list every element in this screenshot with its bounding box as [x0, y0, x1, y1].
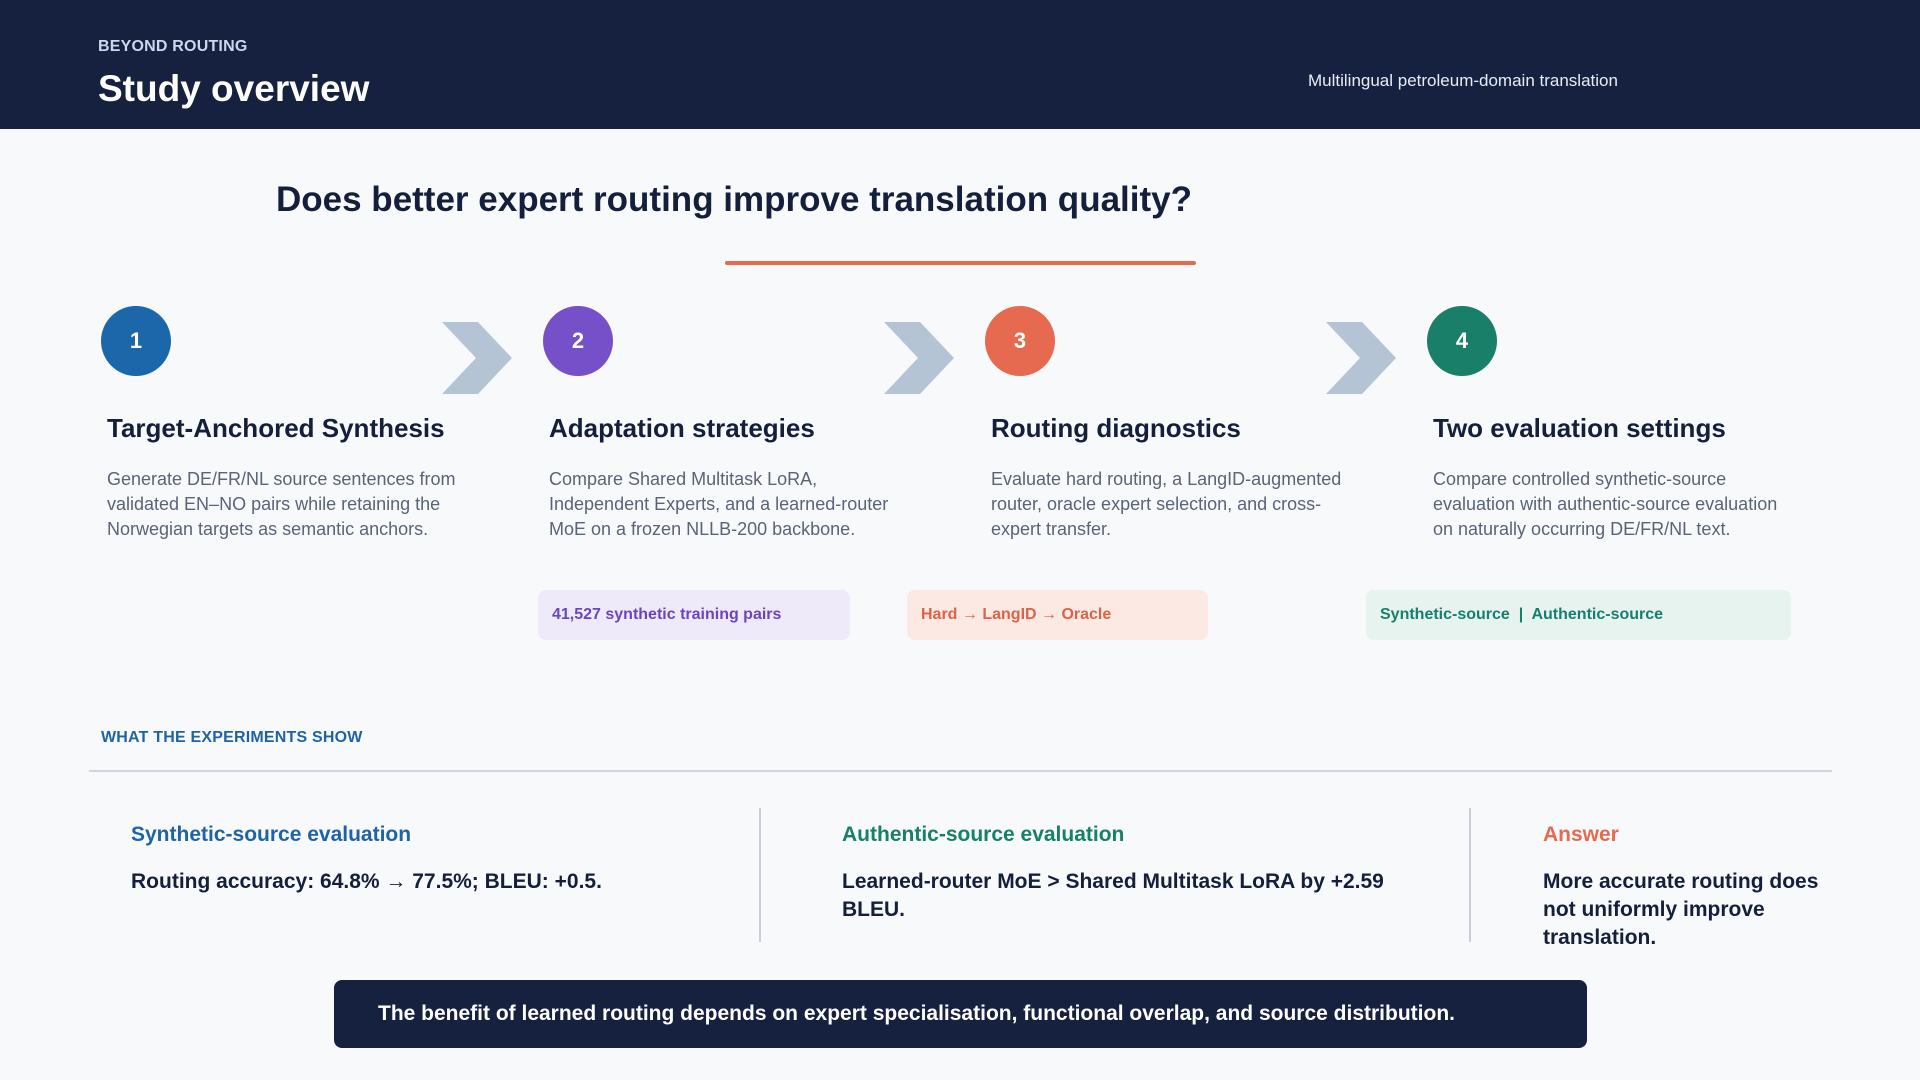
- section-divider: [89, 770, 1832, 772]
- step-2-number: 2: [543, 306, 613, 376]
- answer-title: Answer: [1543, 823, 1619, 846]
- step-4-tag: Synthetic-source | Authentic-source: [1366, 590, 1791, 640]
- step-3-title: Routing diagnostics: [991, 413, 1241, 443]
- column-divider: [759, 808, 761, 942]
- step-4-description: Compare controlled synthetic-source eval…: [1433, 469, 1778, 539]
- finding-2-title: Authentic-source evaluation: [842, 823, 1125, 846]
- finding-1-text: Routing accuracy: 64.8% → 77.5%; BLEU: +…: [131, 870, 602, 893]
- step-3-number: 3: [985, 306, 1055, 376]
- step-3: 3 Routing diagnostics Evaluate hard rout…: [982, 306, 1362, 542]
- step-2-title: Adaptation strategies: [549, 413, 815, 443]
- finding-1-title: Synthetic-source evaluation: [131, 823, 412, 846]
- finding-2-text: Learned-router MoE > Shared Multitask Lo…: [842, 870, 1384, 921]
- header-bar: BEYOND ROUTING Study overview Multilingu…: [0, 0, 1920, 129]
- step-4-number: 4: [1427, 306, 1497, 376]
- conclusion-text: The benefit of learned routing depends o…: [378, 1002, 1455, 1025]
- step-2: 2 Adaptation strategies Compare Shared M…: [540, 306, 920, 542]
- research-question: Does better expert routing improve trans…: [276, 180, 1192, 219]
- chevron-right-icon: [442, 322, 512, 394]
- step-1-number: 1: [101, 306, 171, 376]
- conclusion-banner: The benefit of learned routing depends o…: [334, 980, 1587, 1048]
- header-kicker: BEYOND ROUTING: [98, 38, 248, 55]
- step-2-tag: 41,527 synthetic training pairs: [538, 590, 850, 640]
- step-3-description: Evaluate hard routing, a LangID-augmente…: [991, 469, 1342, 539]
- step-1-description: Generate DE/FR/NL source sentences from …: [107, 469, 456, 539]
- question-underline: [725, 261, 1196, 265]
- findings-section-label: WHAT THE EXPERIMENTS SHOW: [101, 729, 363, 746]
- step-1: 1 Target-Anchored Synthesis Generate DE/…: [98, 306, 478, 542]
- column-divider: [1469, 808, 1471, 942]
- step-4: 4 Two evaluation settings Compare contro…: [1424, 306, 1804, 542]
- step-3-tag: Hard → LangID → Oracle: [907, 590, 1208, 640]
- chevron-right-icon: [884, 322, 954, 394]
- header-subtitle: Multilingual petroleum-domain translatio…: [1308, 71, 1618, 90]
- chevron-right-icon: [1326, 322, 1396, 394]
- answer-text: More accurate routing does not uniformly…: [1543, 870, 1819, 949]
- step-4-title: Two evaluation settings: [1433, 413, 1726, 443]
- page-title: Study overview: [98, 68, 370, 109]
- step-1-title: Target-Anchored Synthesis: [107, 413, 445, 443]
- step-2-description: Compare Shared Multitask LoRA, Independe…: [549, 469, 889, 539]
